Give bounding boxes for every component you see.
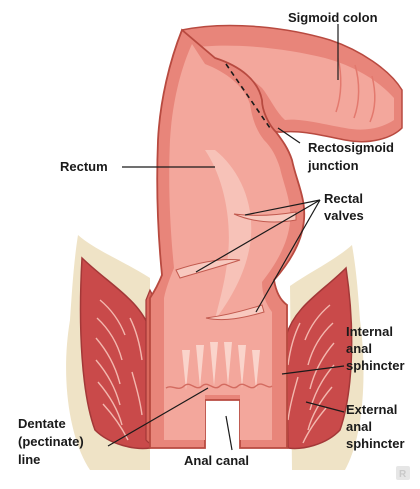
dentate-line [165,383,273,389]
label-dentate-line1: Dentate [18,416,66,431]
label-dentate-line3: line [18,452,40,467]
label-rectal-valves-line2: valves [324,208,364,223]
watermark-logo: R [396,466,410,480]
labels: Sigmoid colon Rectosigmoid junction Rect… [18,10,405,468]
label-rectum: Rectum [60,159,108,174]
label-rectosigmoid-line1: Rectosigmoid [308,140,394,155]
label-rectosigmoid-line2: junction [307,158,359,173]
label-external-sphincter-line1: External [346,402,397,417]
rectosigmoid-dashed-line [225,63,271,129]
label-internal-sphincter-line1: Internal [346,324,393,339]
external-anal-sphincter-left [79,256,151,450]
svg-text:R: R [399,469,407,480]
leader-lines [107,24,345,451]
label-rectal-valves-line1: Rectal [324,191,363,206]
label-internal-sphincter-line2: anal [346,341,372,356]
external-anal-sphincter-right [285,266,353,450]
rectal-valves [175,211,297,321]
label-external-sphincter-line2: anal [346,419,372,434]
label-sigmoid-colon: Sigmoid colon [288,10,378,25]
label-anal-canal: Anal canal [184,453,249,468]
label-internal-sphincter-line3: sphincter [346,358,405,373]
label-external-sphincter-line3: sphincter [346,436,405,451]
label-dentate-line2: (pectinate) [18,434,84,449]
